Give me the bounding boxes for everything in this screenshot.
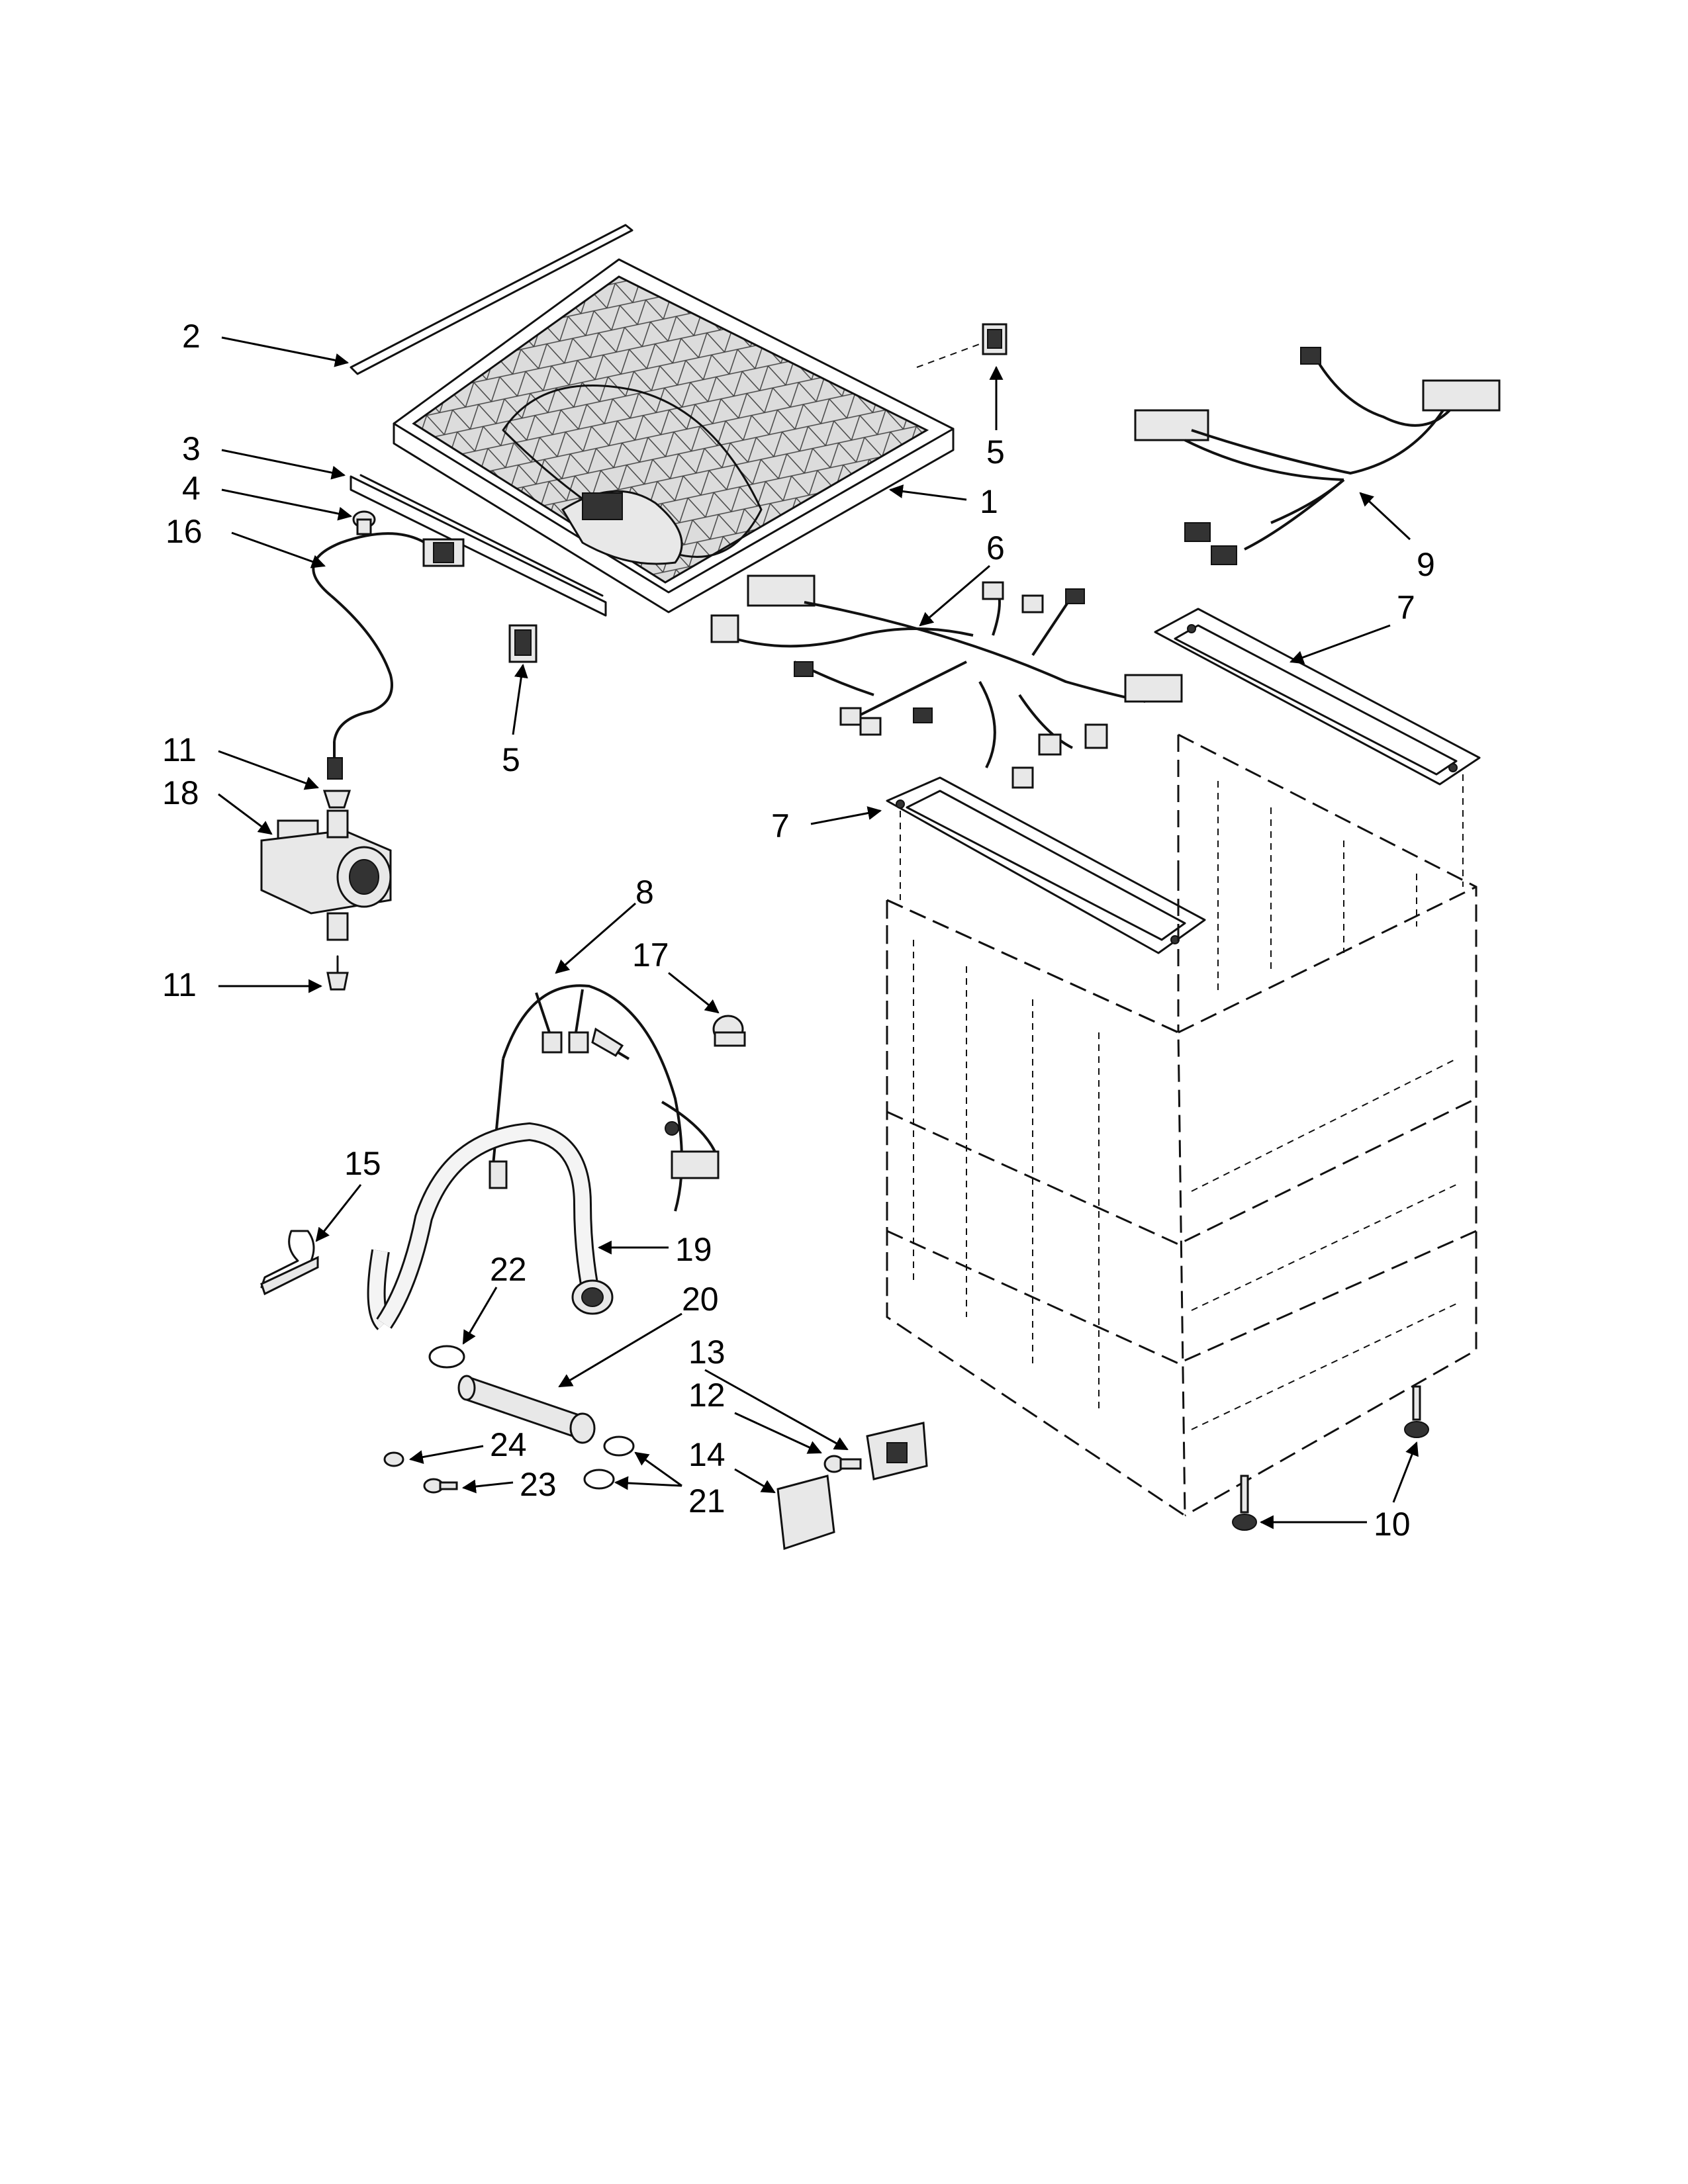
sensor-part-13 xyxy=(866,1422,928,1480)
callout-19: 19 xyxy=(675,1231,712,1268)
fitting-part-11a xyxy=(322,790,352,809)
rail-part-3 xyxy=(350,474,607,617)
callout-5a: 5 xyxy=(986,433,1005,471)
callout-22: 22 xyxy=(490,1251,527,1288)
clip-part-5a xyxy=(982,323,1008,355)
callout-21: 21 xyxy=(688,1482,726,1520)
hose-part-16 xyxy=(312,532,465,780)
box-part-14 xyxy=(776,1475,835,1551)
screw-part-23 xyxy=(423,1478,458,1494)
hose-clamp-part-22 xyxy=(428,1345,465,1369)
callout-11a: 11 xyxy=(162,731,197,768)
callout-16: 16 xyxy=(165,513,203,550)
cabinet-outline xyxy=(886,733,1477,1518)
callout-5b: 5 xyxy=(502,741,520,778)
callout-9: 9 xyxy=(1417,546,1435,583)
callout-24: 24 xyxy=(490,1426,527,1463)
screw-part-4 xyxy=(352,510,376,535)
callout-1: 1 xyxy=(980,483,998,520)
ring-part-21a xyxy=(603,1435,635,1457)
foot-part-10a xyxy=(1404,1385,1429,1438)
callout-13: 13 xyxy=(688,1334,726,1371)
callout-14: 14 xyxy=(688,1436,726,1473)
screw-part-12 xyxy=(823,1455,862,1473)
strip-part-2 xyxy=(350,224,633,375)
callout-labels: 2 3 4 16 1 5 5 6 7 9 7 11 18 11 8 17 15 … xyxy=(162,318,1435,1543)
top-panel-part-1 xyxy=(393,258,955,614)
valve-part-18 xyxy=(260,809,392,941)
washer-part-24 xyxy=(383,1451,404,1467)
foot-part-10b xyxy=(1232,1475,1257,1531)
connector-part-20 xyxy=(457,1375,596,1444)
callout-12: 12 xyxy=(688,1377,726,1414)
callout-15: 15 xyxy=(344,1145,381,1182)
callout-18: 18 xyxy=(162,774,199,811)
clamp-part-15 xyxy=(260,1230,319,1296)
fitting-part-11b xyxy=(326,955,349,991)
callout-10: 10 xyxy=(1374,1506,1411,1543)
wire-harness-part-9 xyxy=(1134,347,1501,565)
wire-harness-part-6 xyxy=(710,574,1183,789)
callout-20: 20 xyxy=(682,1281,719,1318)
callout-7b: 7 xyxy=(771,807,790,844)
sensor-harness-part-8 xyxy=(489,984,720,1212)
callout-11b: 11 xyxy=(162,966,197,1003)
ring-part-21b xyxy=(583,1469,615,1490)
leader-lines xyxy=(218,336,1419,1529)
callout-8: 8 xyxy=(635,874,654,911)
callout-7a: 7 xyxy=(1397,589,1415,626)
drain-hose-part-19 xyxy=(367,1122,614,1330)
callout-17: 17 xyxy=(632,936,669,974)
callout-6: 6 xyxy=(986,529,1005,567)
bracket-part-7-upper xyxy=(1154,608,1481,786)
callout-23: 23 xyxy=(520,1466,557,1503)
bracket-part-7-lower xyxy=(886,776,1206,954)
callout-2: 2 xyxy=(182,318,201,355)
callout-3: 3 xyxy=(182,430,201,467)
clip-part-5b xyxy=(508,624,538,663)
callout-4: 4 xyxy=(182,470,201,507)
clip-part-17 xyxy=(712,1015,746,1047)
